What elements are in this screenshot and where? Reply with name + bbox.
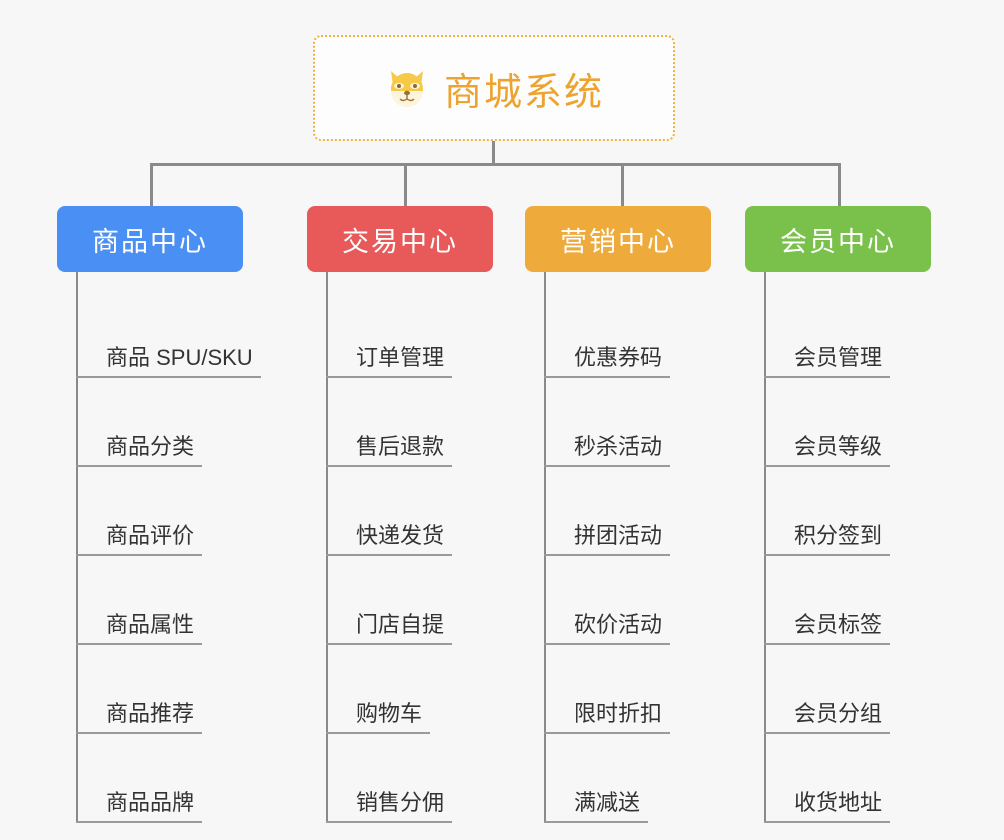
list-item[interactable]: 优惠券码: [544, 289, 755, 378]
list-item[interactable]: 商品品牌: [76, 734, 287, 823]
leaf-list-marketing: 优惠券码 秒杀活动 拼团活动 砍价活动 限时折扣 满减送: [525, 272, 755, 823]
root-node[interactable]: 商城系统: [313, 35, 675, 141]
connector-horizontal-bus: [150, 163, 841, 166]
list-item[interactable]: 售后退款: [326, 378, 537, 467]
leaf-label: 拼团活动: [544, 523, 671, 556]
list-item[interactable]: 满减送: [544, 734, 755, 823]
leaf-label: 商品分类: [76, 434, 203, 467]
leaf-list-product: 商品 SPU/SKU 商品分类 商品评价 商品属性 商品推荐 商品品牌: [57, 272, 287, 823]
leaf-label: 积分签到: [764, 523, 891, 556]
leaf-label: 限时折扣: [544, 701, 671, 734]
list-item[interactable]: 限时折扣: [544, 645, 755, 734]
leaf-label: 满减送: [544, 790, 649, 823]
connector-drop-1: [150, 163, 153, 208]
leaf-list-trade: 订单管理 售后退款 快递发货 门店自提 购物车 销售分佣: [307, 272, 537, 823]
leaf-label: 会员标签: [764, 612, 891, 645]
list-item[interactable]: 会员分组: [764, 645, 975, 734]
list-item[interactable]: 商品分类: [76, 378, 287, 467]
leaf-label: 门店自提: [326, 612, 453, 645]
leaf-label: 优惠券码: [544, 345, 671, 378]
connector-drop-3: [621, 163, 624, 208]
list-item[interactable]: 积分签到: [764, 467, 975, 556]
leaf-label: 会员等级: [764, 434, 891, 467]
list-item[interactable]: 会员标签: [764, 556, 975, 645]
list-item[interactable]: 商品评价: [76, 467, 287, 556]
branch-trunk: [76, 272, 78, 823]
leaf-list-member: 会员管理 会员等级 积分签到 会员标签 会员分组 收货地址: [745, 272, 975, 823]
leaf-label: 销售分佣: [326, 790, 453, 823]
leaf-label: 购物车: [326, 701, 431, 734]
connector-drop-4: [838, 163, 841, 208]
list-item[interactable]: 商品 SPU/SKU: [76, 289, 287, 378]
category-label: 商品中心: [92, 226, 208, 257]
list-item[interactable]: 商品属性: [76, 556, 287, 645]
branch-trunk: [326, 272, 328, 823]
leaf-label: 商品品牌: [76, 790, 203, 823]
category-node-marketing[interactable]: 营销中心: [525, 206, 711, 272]
category-node-member[interactable]: 会员中心: [745, 206, 931, 272]
list-item[interactable]: 订单管理: [326, 289, 537, 378]
leaf-label: 商品评价: [76, 523, 203, 556]
leaf-label: 快递发货: [326, 523, 453, 556]
list-item[interactable]: 门店自提: [326, 556, 537, 645]
branch-column-member: 会员中心 会员管理 会员等级 积分签到 会员标签 会员分组 收货地址: [745, 206, 975, 823]
branch-column-marketing: 营销中心 优惠券码 秒杀活动 拼团活动 砍价活动 限时折扣 满减送: [525, 206, 755, 823]
leaf-label: 砍价活动: [544, 612, 671, 645]
leaf-label: 商品属性: [76, 612, 203, 645]
branch-trunk: [544, 272, 546, 823]
connector-root-stem: [492, 141, 495, 165]
leaf-label: 商品推荐: [76, 701, 203, 734]
category-label: 营销中心: [560, 226, 676, 257]
branch-trunk: [764, 272, 766, 823]
list-item[interactable]: 秒杀活动: [544, 378, 755, 467]
list-item[interactable]: 购物车: [326, 645, 537, 734]
list-item[interactable]: 快递发货: [326, 467, 537, 556]
category-label: 交易中心: [342, 226, 458, 257]
branch-column-product: 商品中心 商品 SPU/SKU 商品分类 商品评价 商品属性 商品推荐 商品品牌: [57, 206, 287, 823]
category-node-product[interactable]: 商品中心: [57, 206, 243, 272]
leaf-label: 售后退款: [326, 434, 453, 467]
leaf-label: 会员分组: [764, 701, 891, 734]
category-node-trade[interactable]: 交易中心: [307, 206, 493, 272]
connector-drop-2: [404, 163, 407, 208]
list-item[interactable]: 拼团活动: [544, 467, 755, 556]
list-item[interactable]: 销售分佣: [326, 734, 537, 823]
root-title: 商城系统: [443, 71, 604, 114]
list-item[interactable]: 收货地址: [764, 734, 975, 823]
list-item[interactable]: 会员等级: [764, 378, 975, 467]
leaf-label: 收货地址: [764, 790, 891, 823]
leaf-label: 订单管理: [326, 345, 453, 378]
list-item[interactable]: 砍价活动: [544, 556, 755, 645]
list-item[interactable]: 会员管理: [764, 289, 975, 378]
list-item[interactable]: 商品推荐: [76, 645, 287, 734]
shiba-dog-icon: [384, 65, 430, 111]
leaf-label: 秒杀活动: [544, 434, 671, 467]
category-label: 会员中心: [780, 226, 896, 257]
branch-column-trade: 交易中心 订单管理 售后退款 快递发货 门店自提 购物车 销售分佣: [307, 206, 537, 823]
leaf-label: 会员管理: [764, 345, 891, 378]
leaf-label: 商品 SPU/SKU: [76, 345, 261, 378]
